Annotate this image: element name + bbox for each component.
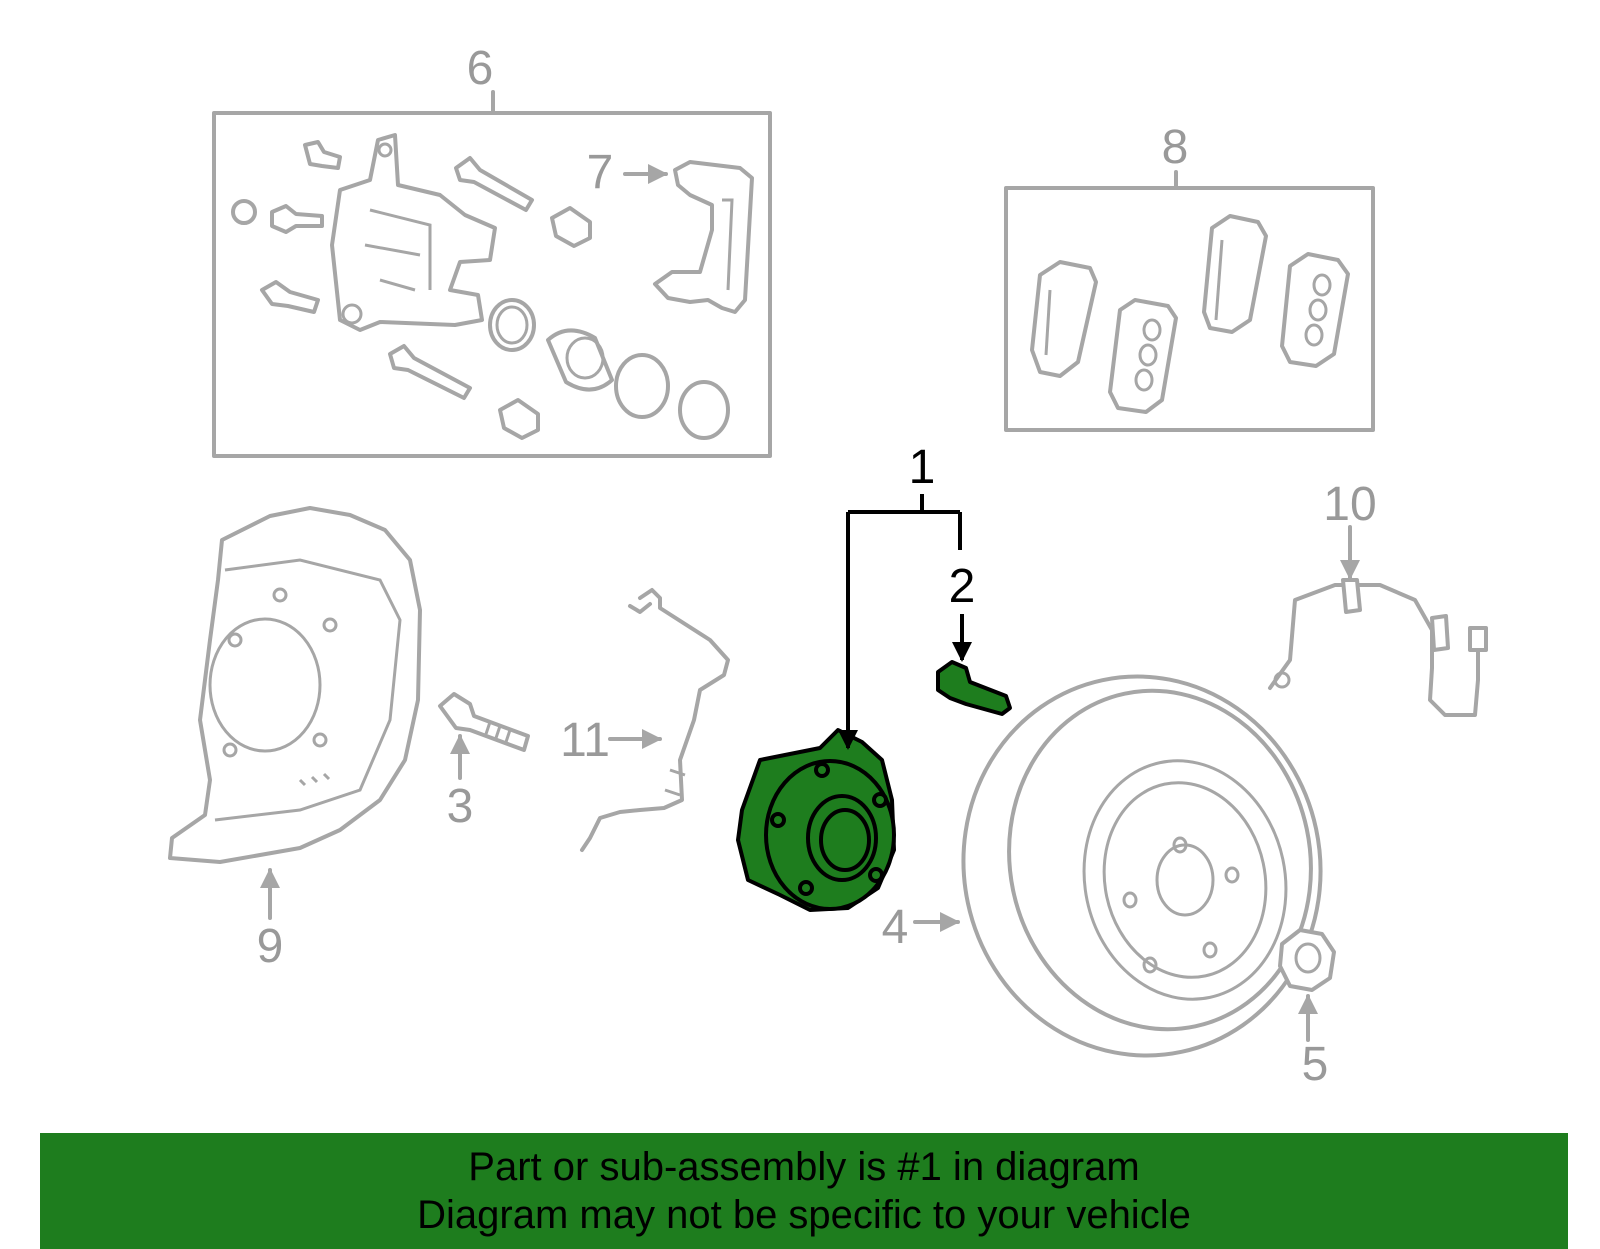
bleeder-cap <box>231 199 257 225</box>
brake-pad-2 <box>1108 298 1178 414</box>
hub-bearing-assembly-1[interactable] <box>736 728 896 912</box>
brake-pads-group[interactable] <box>1004 170 1375 432</box>
banner-line-2: Diagram may not be specific to your vehi… <box>417 1193 1191 1237</box>
callout-9[interactable]: 9 <box>257 920 284 973</box>
bolt-3[interactable] <box>438 692 530 780</box>
guide-pin-upper <box>454 156 534 212</box>
brake-pad-4 <box>1280 252 1350 368</box>
abs-sensor-11[interactable] <box>580 588 730 852</box>
callout-2[interactable]: 2 <box>949 560 976 613</box>
banner-line-1: Part or sub-assembly is #1 in diagram <box>468 1145 1140 1189</box>
callout-3[interactable]: 3 <box>447 780 474 833</box>
dust-boot-ring <box>614 353 670 419</box>
dust-shield-9[interactable] <box>168 506 422 920</box>
guide-pin-lower <box>388 344 472 400</box>
callout-8[interactable]: 8 <box>1162 121 1189 174</box>
caliper-bolt-bottom <box>260 280 320 314</box>
callout-4[interactable]: 4 <box>882 901 909 954</box>
callout-1[interactable]: 1 <box>909 441 936 494</box>
brake-pad-3 <box>1202 214 1268 334</box>
lug-nut-5[interactable] <box>1278 928 1336 1042</box>
piston-seal <box>488 298 536 352</box>
brake-hose-10[interactable] <box>1268 525 1488 717</box>
caliper-bracket-7 <box>653 160 754 314</box>
brake-pad-1 <box>1030 260 1098 378</box>
bleeder-screw <box>270 204 324 234</box>
callout-5[interactable]: 5 <box>1302 1038 1329 1091</box>
callout-6[interactable]: 6 <box>467 42 494 95</box>
leader-lines-1-2 <box>838 494 972 750</box>
brake-rotor-4[interactable] <box>913 643 1356 1089</box>
caliper-assembly-group[interactable] <box>212 90 772 458</box>
caliper-body <box>330 133 497 332</box>
callout-11[interactable]: 11 <box>560 714 610 767</box>
caliper-bolt-top <box>303 140 342 170</box>
callout-10[interactable]: 10 <box>1323 478 1376 531</box>
piston <box>546 328 614 392</box>
hub-bolt-2[interactable] <box>936 660 1012 716</box>
pin-boot-lower <box>498 398 540 440</box>
info-banner: Part or sub-assembly is #1 in diagram Di… <box>40 1133 1568 1249</box>
o-ring <box>678 380 730 440</box>
pin-boot-upper <box>550 206 592 248</box>
callout-7[interactable]: 7 <box>587 146 614 199</box>
